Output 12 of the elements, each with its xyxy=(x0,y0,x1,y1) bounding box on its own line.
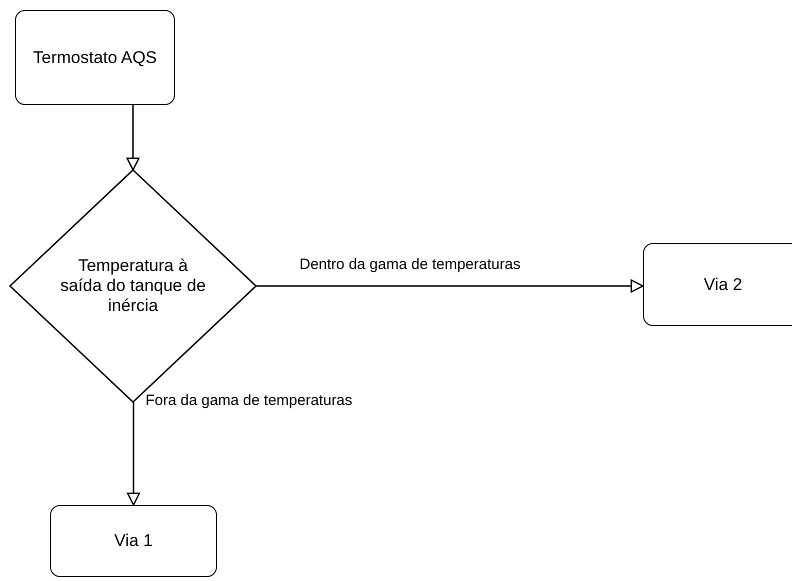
node-text: Temperatura à saída do tanque de inércia xyxy=(59,256,207,316)
process-box xyxy=(50,505,217,577)
edge-label: Dentro da gama de temperaturas xyxy=(300,256,520,273)
edge-label: Fora da gama de temperaturas xyxy=(146,392,352,408)
arrow xyxy=(256,279,644,293)
node-text: Termostato AQS xyxy=(33,48,157,68)
process-box xyxy=(643,243,792,326)
arrow xyxy=(126,402,140,506)
arrow xyxy=(126,105,140,171)
process-box xyxy=(15,10,175,105)
node-text: Via 1 xyxy=(114,531,153,551)
node-text: Via 2 xyxy=(704,274,742,294)
